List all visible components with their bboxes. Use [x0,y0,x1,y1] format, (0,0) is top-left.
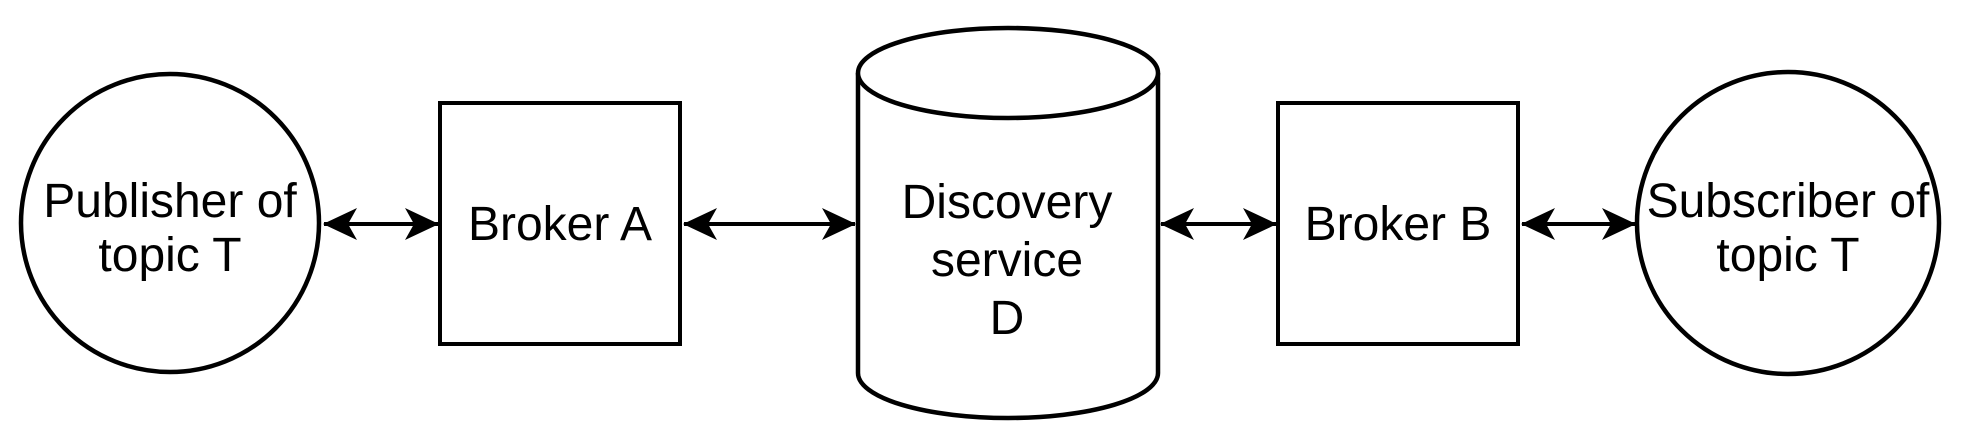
broker-a-node: Broker A [438,101,682,346]
subscriber-label-line1: Subscriber of [1647,175,1930,228]
subscriber-node: Subscriber of topic T [1634,69,1942,377]
subscriber-circle-shape [1634,69,1942,377]
discovery-cylinder-top [855,25,1161,121]
broker-a-rect-shape [438,101,682,346]
discovery-label-line1: Discovery [902,176,1113,229]
publisher-label-line2: topic T [98,229,241,282]
discovery-label-line2: service [931,234,1083,287]
publisher-node: Publisher of topic T [18,71,322,375]
discovery-label-line3: D [990,292,1025,345]
broker-b-rect-shape [1276,101,1520,346]
publisher-circle-shape [18,71,322,375]
subscriber-label-line2: topic T [1716,229,1859,282]
publisher-label-line1: Publisher of [43,175,297,228]
broker-b-label: Broker B [1305,198,1492,251]
broker-b-node: Broker B [1276,101,1520,346]
broker-a-label: Broker A [468,198,652,251]
discovery-service-node: Discovery service D [855,25,1161,421]
discovery-cylinder-body [855,73,1161,421]
